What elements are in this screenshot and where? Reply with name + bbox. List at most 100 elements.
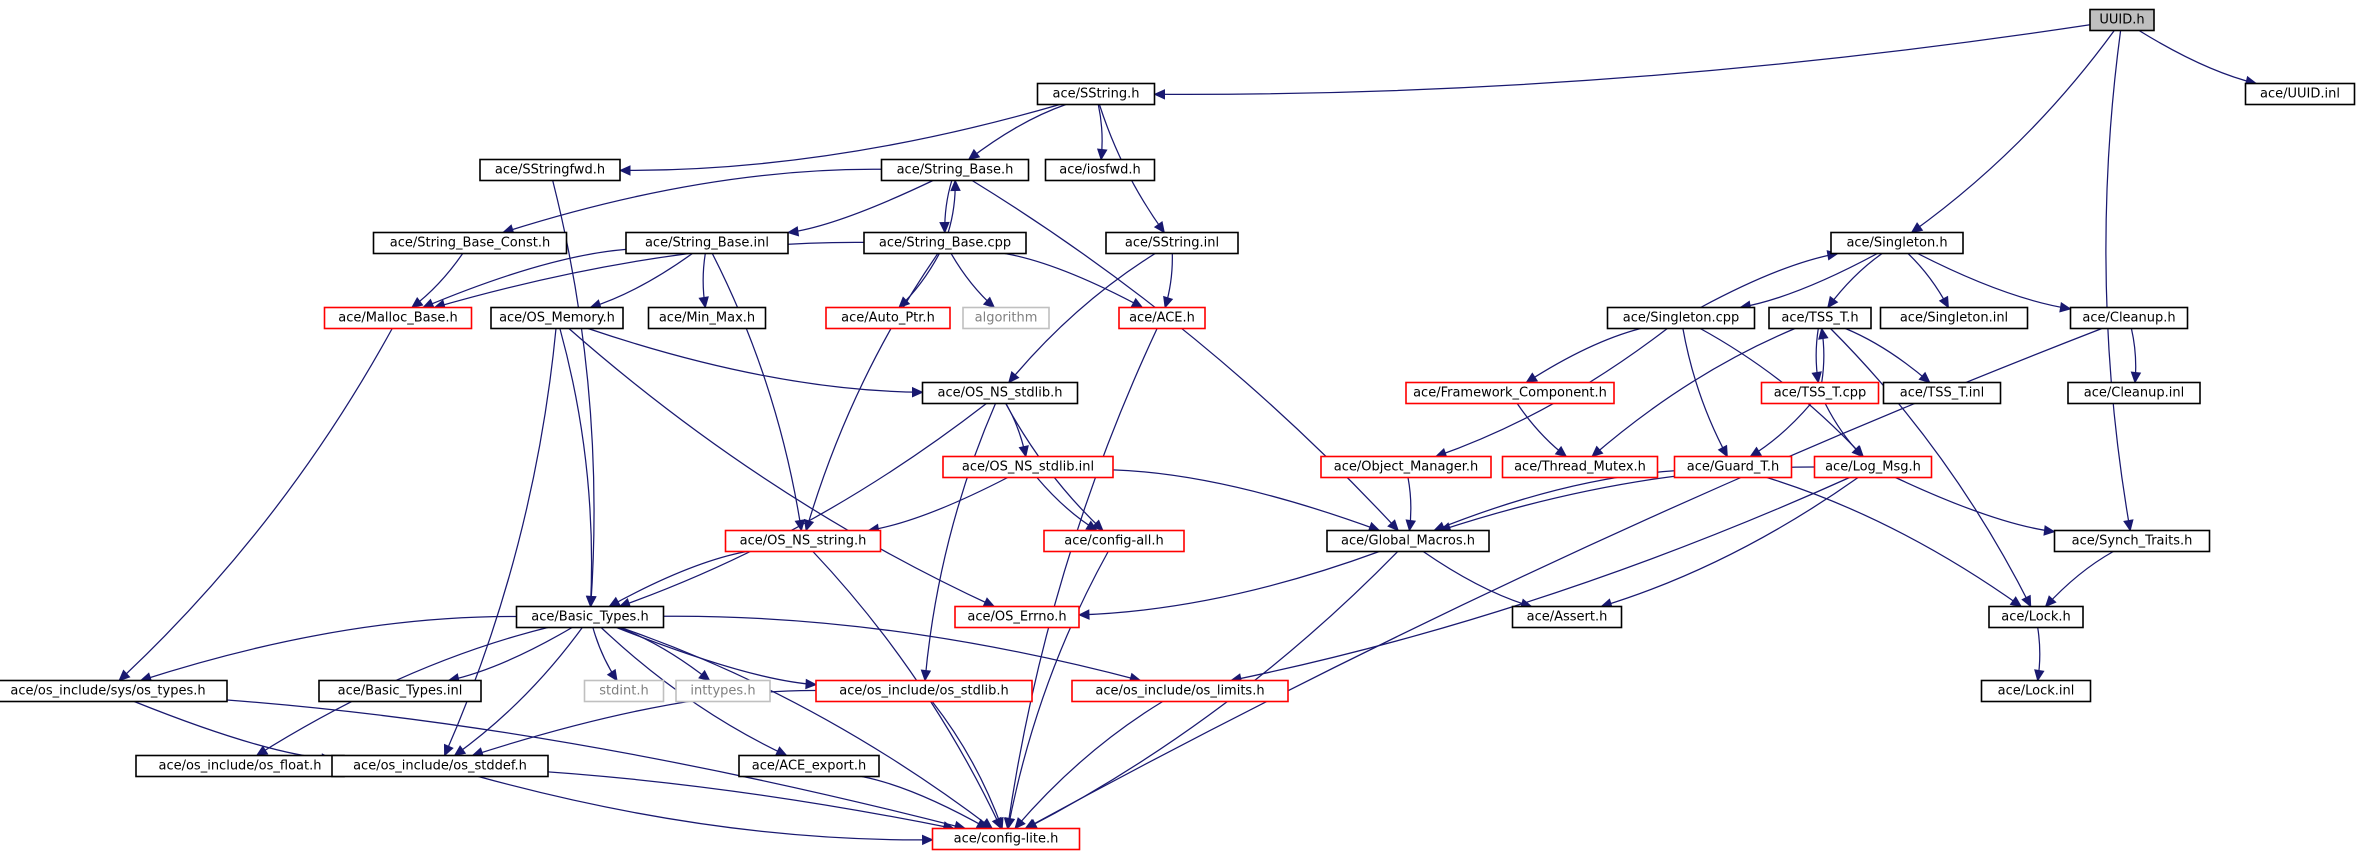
node-lock-inl[interactable]: ace/Lock.inl — [1980, 679, 2092, 703]
arrowhead — [2009, 596, 2023, 608]
node-tss-t-inl[interactable]: ace/TSS_T.inl — [1882, 381, 2002, 405]
edge-tss_t_h-to-lock_h — [1830, 328, 2032, 607]
node-os-memory-h[interactable]: ace/OS_Memory.h — [490, 306, 624, 330]
node-os-ns-stdlib-h[interactable]: ace/OS_NS_stdlib.h — [921, 381, 1079, 405]
node-global-macros-h[interactable]: ace/Global_Macros.h — [1326, 529, 1490, 553]
node-box — [1105, 231, 1239, 255]
edge-singleton_cpp-to-framework_component_h — [1525, 327, 1641, 384]
node-os-float-h[interactable]: ace/os_include/os_float.h — [135, 754, 345, 778]
node-label: ace/Cleanup.inl — [2084, 386, 2184, 401]
edge-os_ns_stdlib_h-to-basic_types_h — [619, 403, 987, 608]
node-algorithm[interactable]: algorithm — [962, 306, 1050, 330]
node-string-base-inl[interactable]: ace/String_Base.inl — [625, 231, 789, 255]
arrowhead — [950, 179, 961, 192]
node-sstring-h[interactable]: ace/SString.h — [1036, 82, 1156, 106]
node-os-limits-h[interactable]: ace/os_include/os_limits.h — [1071, 679, 1289, 703]
node-os-types-h[interactable]: ace/os_include/sys/os_types.h — [0, 679, 228, 703]
node-label: ace/TSS_T.inl — [1900, 386, 1984, 401]
node-label: ace/Synch_Traits.h — [2072, 534, 2193, 549]
edge-string_base_cpp-to-os_ns_string_h — [805, 253, 939, 531]
node-string-base-cpp[interactable]: ace/String_Base.cpp — [863, 231, 1027, 255]
arrowhead — [421, 298, 435, 309]
node-uuid-inl[interactable]: ace/UUID.inl — [2244, 82, 2356, 106]
node-guard-t-h[interactable]: ace/Guard_T.h — [1673, 455, 1793, 479]
node-thread-mutex-h[interactable]: ace/Thread_Mutex.h — [1501, 455, 1659, 479]
node-sstringfwd-h[interactable]: ace/SStringfwd.h — [479, 158, 621, 182]
node-synch-traits-h[interactable]: ace/Synch_Traits.h — [2053, 529, 2211, 553]
edge-config_all_h-to-config_lite_h — [1007, 551, 1109, 829]
edge-log_msg_h-to-os_limits_h — [1230, 476, 1850, 682]
node-lock-h[interactable]: ace/Lock.h — [1988, 605, 2084, 629]
edge-string_base_const_h-to-malloc_base_h — [411, 253, 464, 308]
node-assert-h[interactable]: ace/Assert.h — [1511, 605, 1623, 629]
node-tss-t-cpp[interactable]: ace/TSS_T.cpp — [1760, 381, 1880, 405]
node-string-base-const-h[interactable]: ace/String_Base_Const.h — [372, 231, 568, 255]
node-basic-types-inl[interactable]: ace/Basic_Types.inl — [318, 679, 482, 703]
node-config-lite-h[interactable]: ace/config-lite.h — [931, 827, 1081, 851]
arrowhead — [1405, 519, 1417, 532]
node-label: ace/OS_NS_stdlib.h — [938, 386, 1063, 401]
node-inttypes-h[interactable]: inttypes.h — [675, 679, 771, 703]
edge-string_base_inl-to-os_memory_h — [590, 252, 693, 309]
edge-singleton_h-to-singleton_cpp — [1740, 252, 1878, 309]
node-uuid-h[interactable]: UUID.h — [2089, 8, 2155, 32]
node-label: ace/Auto_Ptr.h — [841, 311, 935, 326]
node-stdint-h[interactable]: stdint.h — [583, 679, 665, 703]
node-basic-types-h[interactable]: ace/Basic_Types.h — [515, 605, 665, 629]
node-label: ace/iosfwd.h — [1059, 163, 1140, 178]
node-ace-export-h[interactable]: ace/ACE_export.h — [738, 754, 880, 778]
node-box — [2244, 82, 2356, 106]
node-object-manager-h[interactable]: ace/Object_Manager.h — [1320, 455, 1492, 479]
node-box — [1044, 158, 1156, 182]
edge-sstring_h-to-sstringfwd_h — [619, 103, 1060, 172]
node-label: ace/Basic_Types.inl — [338, 684, 463, 699]
node-label: ace/TSS_T.h — [1781, 311, 1858, 326]
edge-singleton_cpp-to-singleton_h — [1700, 252, 1838, 309]
node-label: ace/SString.h — [1053, 87, 1140, 102]
node-cleanup-inl[interactable]: ace/Cleanup.inl — [2067, 381, 2201, 405]
edge-singleton_h-to-cleanup_h — [1917, 252, 2071, 310]
edge-os_ns_string_h-to-basic_types_h — [608, 550, 747, 608]
node-label: stdint.h — [599, 684, 648, 699]
node-iosfwd-h[interactable]: ace/iosfwd.h — [1044, 158, 1156, 182]
edge-ace_h-to-config_lite_h — [1006, 328, 1158, 829]
node-os-ns-string-h[interactable]: ace/OS_NS_string.h — [724, 529, 882, 553]
node-ace-h[interactable]: ace/ACE.h — [1118, 306, 1206, 330]
node-log-msg-h[interactable]: ace/Log_Msg.h — [1813, 455, 1933, 479]
node-string-base-h[interactable]: ace/String_Base.h — [880, 158, 1030, 182]
node-singleton-h[interactable]: ace/Singleton.h — [1830, 231, 1964, 255]
node-tss-t-h[interactable]: ace/TSS_T.h — [1768, 306, 1872, 330]
node-cleanup-h[interactable]: ace/Cleanup.h — [2069, 306, 2189, 330]
node-config-all-h[interactable]: ace/config-all.h — [1043, 529, 1185, 553]
node-label: UUID.h — [2099, 13, 2144, 28]
arrowhead — [410, 296, 424, 309]
node-framework-component-h[interactable]: ace/Framework_Component.h — [1405, 381, 1615, 405]
node-min-max-h[interactable]: ace/Min_Max.h — [647, 306, 767, 330]
node-os-stddef-h[interactable]: ace/os_include/os_stddef.h — [331, 754, 549, 778]
node-os-ns-stdlib-inl[interactable]: ace/OS_NS_stdlib.inl — [942, 455, 1114, 479]
arrowhead — [585, 595, 597, 608]
node-label: ace/os_include/os_float.h — [158, 759, 321, 774]
node-sstring-inl[interactable]: ace/SString.inl — [1105, 231, 1239, 255]
node-singleton-inl[interactable]: ace/Singleton.inl — [1879, 306, 2029, 330]
node-auto-ptr-h[interactable]: ace/Auto_Ptr.h — [825, 306, 951, 330]
node-box — [2067, 381, 2201, 405]
node-box — [815, 679, 1033, 703]
node-label: ace/Lock.inl — [1998, 684, 2075, 699]
node-box — [323, 306, 473, 330]
node-box — [1830, 231, 1964, 255]
edge-basic_types_h-to-os_types_h — [140, 615, 517, 682]
arrowhead — [939, 221, 950, 234]
node-box — [1760, 381, 1880, 405]
node-box — [921, 381, 1079, 405]
node-box — [1673, 455, 1793, 479]
node-os-stdlib-h[interactable]: ace/os_include/os_stdlib.h — [815, 679, 1033, 703]
node-malloc-base-h[interactable]: ace/Malloc_Base.h — [323, 306, 473, 330]
edge-tss_t_cpp-to-guard_t_h — [1749, 403, 1812, 458]
node-label: ace/Basic_Types.h — [531, 610, 648, 625]
edge-os_limits_h-to-config_lite_h — [1014, 700, 1164, 829]
edge-os_types_h-to-config_lite_h — [226, 699, 966, 830]
node-os-errno-h[interactable]: ace/OS_Errno.h — [954, 605, 1080, 629]
node-singleton-cpp[interactable]: ace/Singleton.cpp — [1606, 306, 1756, 330]
